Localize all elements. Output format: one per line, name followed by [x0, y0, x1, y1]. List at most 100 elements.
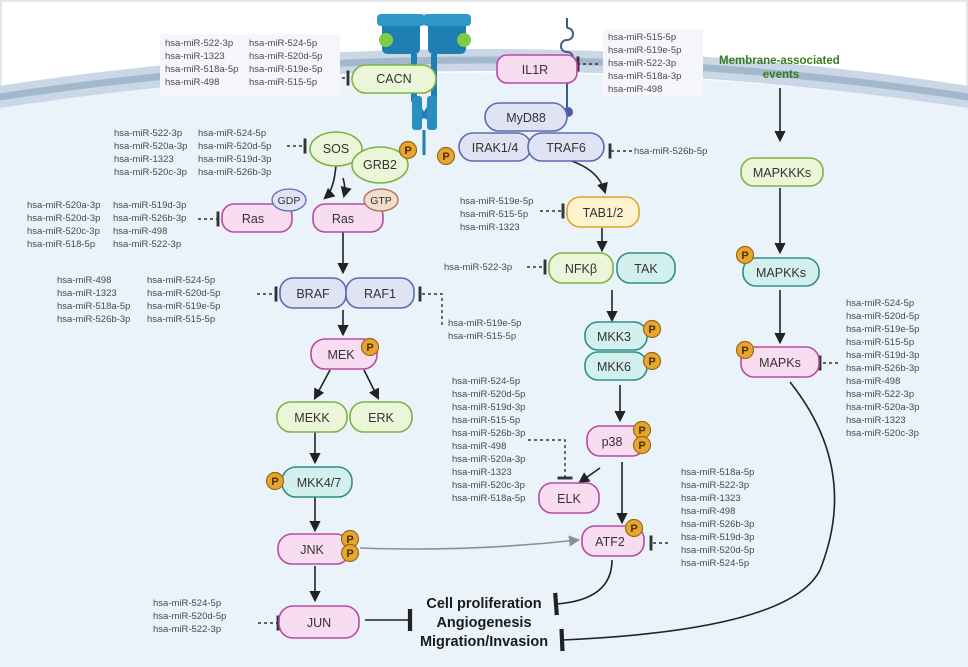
mirna-label: hsa-miR-1323: [165, 51, 225, 62]
mirna-group-nfkb: hsa-miR-522-3p: [444, 262, 512, 273]
mirna-label: hsa-miR-1323: [460, 222, 520, 233]
phosphate-label: P: [366, 342, 373, 354]
mirna-label: hsa-miR-522-3p: [681, 480, 749, 491]
node-p38-label: p38: [602, 435, 623, 449]
mirna-label: hsa-miR-515-5p: [147, 314, 215, 325]
mirna-label: hsa-miR-515-5p: [846, 337, 914, 348]
phosphate-icon: P: [642, 351, 662, 371]
node-mkk47-label: MKK4/7: [297, 476, 342, 490]
phosphate-icon: P: [632, 420, 652, 440]
mirna-label: hsa-miR-519e-5p: [608, 45, 681, 56]
node-il1r-label: IL1R: [522, 63, 548, 77]
mirna-group-background: [160, 34, 340, 96]
node-mapkks-label: MAPKKs: [756, 266, 806, 280]
mirna-label: hsa-miR-518a-5p: [165, 64, 238, 75]
mirna-label: hsa-miR-518a-3p: [608, 71, 681, 82]
phosphate-label: P: [741, 345, 748, 357]
mirna-label: hsa-miR-520d-5p: [452, 389, 525, 400]
mirna-label: hsa-miR-522-3p: [444, 262, 512, 273]
mirna-label: hsa-miR-526b-3p: [57, 314, 130, 325]
mirna-label: hsa-miR-526b-5p: [634, 146, 707, 157]
mirna-label: hsa-miR-524-5p: [198, 128, 266, 139]
mirna-label: hsa-miR-518a-5p: [452, 493, 525, 504]
node-jun-label: JUN: [307, 616, 331, 630]
node-braf-label: BRAF: [296, 287, 330, 301]
mirna-label: hsa-miR-526b-3p: [198, 167, 271, 178]
phosphate-label: P: [648, 356, 655, 368]
mirna-label: hsa-miR-515-5p: [448, 331, 516, 342]
mirna-label: hsa-miR-520a-3p: [846, 402, 919, 413]
mirna-label: hsa-miR-524-5p: [846, 298, 914, 309]
node-elk: ELK: [538, 482, 600, 514]
mirna-label: hsa-miR-498: [113, 226, 167, 237]
membrane-events-heading: Membrane-associated events: [719, 55, 843, 81]
mirna-label: hsa-miR-520d-5p: [153, 611, 226, 622]
mirna-label: hsa-miR-519d-3p: [846, 350, 919, 361]
node-sos: SOS: [309, 131, 363, 167]
node-mkk3-label: MKK3: [597, 330, 631, 344]
node-mapkkks: MAPKKKs: [740, 157, 824, 187]
mirna-label: hsa-miR-1323: [681, 493, 741, 504]
mirna-label: hsa-miR-520c-3p: [846, 428, 919, 439]
mirna-labels: hsa-miR-522-3p hsa-miR-524-5p hsa-miR-1323…: [27, 29, 919, 635]
mirna-label: hsa-miR-520d-5p: [846, 311, 919, 322]
mirna-label: hsa-miR-1323: [114, 154, 174, 165]
node-braf: BRAF: [279, 277, 347, 309]
node-irak-label: IRAK1/4: [472, 141, 519, 155]
phosphate-label: P: [346, 534, 353, 546]
mirna-label: hsa-miR-520d-5p: [147, 288, 220, 299]
mirna-label: hsa-miR-522-3p: [114, 128, 182, 139]
mirna-label: hsa-miR-519d-3p: [113, 200, 186, 211]
node-myd88-label: MyD88: [506, 111, 546, 125]
mirna-label: hsa-miR-515-5p: [249, 77, 317, 88]
jnk-atf2-arrow: [359, 535, 581, 550]
node-myd88: MyD88: [484, 102, 568, 132]
gtp-label: GTP: [370, 195, 392, 207]
mirna-label: hsa-miR-519d-3p: [198, 154, 271, 165]
node-grb2: GRB2: [351, 146, 409, 184]
phosphate-icon: P: [398, 140, 418, 160]
phosphate-label: P: [271, 476, 278, 488]
phosphate-icon: P: [360, 337, 380, 357]
mirna-group-tab: hsa-miR-519e-5phsa-miR-515-5phsa-miR-132…: [460, 196, 533, 233]
node-tak: TAK: [616, 252, 676, 284]
node-ras-gtp-label: Ras: [332, 212, 354, 226]
mirna-label: hsa-miR-520c-3p: [27, 226, 100, 237]
phosphate-label: P: [630, 523, 637, 535]
phosphate-label: P: [638, 440, 645, 452]
mirna-label: hsa-miR-524-5p: [153, 598, 221, 609]
mirna-label: hsa-miR-498: [57, 275, 111, 286]
node-irak: IRAK1/4: [458, 132, 532, 162]
mirna-label: hsa-miR-515-5p: [460, 209, 528, 220]
mirna-label: hsa-miR-1323: [57, 288, 117, 299]
phosphate-label: P: [648, 324, 655, 336]
node-cacn-label: CACN: [376, 72, 411, 86]
node-jun: JUN: [278, 605, 360, 639]
mirna-label: hsa-miR-520d-5p: [249, 51, 322, 62]
mirna-label: hsa-miR-520d-5p: [198, 141, 271, 152]
phosphate-icon: P: [624, 518, 644, 538]
node-mekk-label: MEKK: [294, 411, 330, 425]
mirna-group-background: [603, 29, 703, 97]
phosphate-label: P: [442, 151, 449, 163]
mirna-label: hsa-miR-520a-3p: [27, 200, 100, 211]
node-mkk6: MKK6: [584, 351, 648, 381]
mirna-label: hsa-miR-519e-5p: [249, 64, 322, 75]
node-mkk6-label: MKK6: [597, 360, 631, 374]
mirna-label: hsa-miR-498: [846, 376, 900, 387]
node-mek: MEK: [310, 338, 378, 370]
node-raf1: RAF1: [345, 277, 415, 309]
mirna-group-mapks: hsa-miR-524-5p hsa-miR-520d-5p hsa-miR-519…: [846, 298, 919, 439]
mirna-label: hsa-miR-498: [681, 506, 735, 517]
mirna-label: hsa-miR-520d-3p: [27, 213, 100, 224]
phosphate-label: P: [346, 548, 353, 560]
node-ras-gdp-label: Ras: [242, 212, 264, 226]
node-ras-gtp: Ras GTP: [312, 188, 399, 233]
mirna-group-atf2: hsa-miR-518a-5phsa-miR-522-3phsa-miR-132…: [681, 467, 754, 569]
mirna-label: hsa-miR-524-5p: [681, 558, 749, 569]
node-mapks: MAPKs: [740, 346, 820, 378]
cell-membrane-core: [0, 56, 968, 101]
node-elk-label: ELK: [557, 492, 581, 506]
